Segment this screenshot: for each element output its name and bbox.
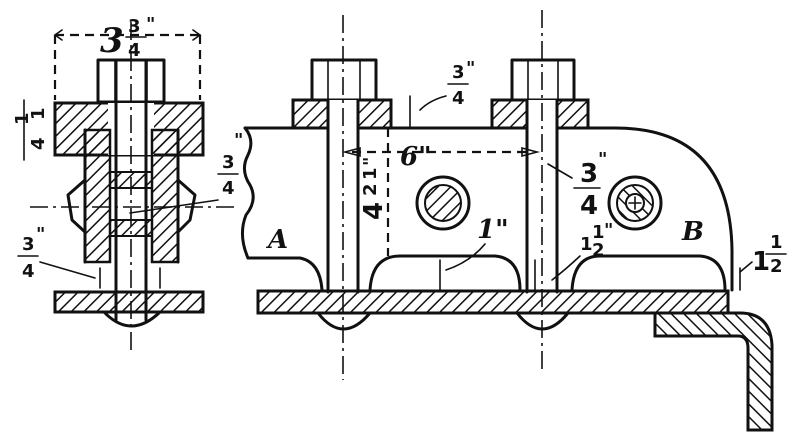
overall-width-num: 3 <box>128 16 141 37</box>
bolt-head-left <box>316 311 372 331</box>
nut-height-num: 1 <box>28 107 49 120</box>
bolt-head-right <box>515 311 570 331</box>
block-height-whole: 4 <box>359 202 389 220</box>
mid-clear-unit: " <box>604 220 613 241</box>
base-plate <box>256 289 730 315</box>
nut-left <box>310 58 378 102</box>
foot-middle <box>368 254 522 292</box>
overall-width-unit: " <box>146 14 155 35</box>
mid-clear-whole: 1 <box>580 234 593 255</box>
label-b: B <box>681 217 704 247</box>
side-clear-unit: " <box>234 130 243 151</box>
end-view <box>23 22 235 350</box>
end-view-text: 3 3 4 " 1 1 4 3 4 " 3 4 " <box>12 14 243 282</box>
washer-thk-num: 3 <box>452 62 465 83</box>
nut-height-whole: 1 <box>12 112 33 125</box>
bottom-gap-num: 3 <box>22 234 35 255</box>
nut-right <box>510 58 576 102</box>
end-clear-num: 1 <box>770 232 783 253</box>
hole-left <box>415 175 471 231</box>
hole-clear-den: 4 <box>580 191 598 221</box>
hole-clear-num: 3 <box>580 159 598 189</box>
mid-clear-num: 1 <box>592 222 605 243</box>
angle-iron <box>653 311 774 432</box>
end-clear-den: 2 <box>770 256 783 277</box>
overall-width-whole: 3 <box>100 21 124 61</box>
foot-a <box>246 256 324 292</box>
hole-right <box>607 175 663 231</box>
side-view <box>241 10 774 432</box>
block-height-den: 2 <box>360 183 381 196</box>
side-clear-num: 3 <box>222 152 235 173</box>
washer-thk-den: 4 <box>452 88 465 109</box>
foot-b <box>570 254 727 292</box>
side-view-text: A B 3 4 " 6" 4 1 2 " 1" 3 4 " 1 1 2 " 1 … <box>265 58 787 281</box>
overall-width-den: 4 <box>128 40 141 61</box>
washer-thk-unit: " <box>466 58 475 79</box>
bottom-gap-unit: " <box>36 224 45 245</box>
arrowheads <box>53 29 202 41</box>
hole-clear-unit: " <box>598 149 607 170</box>
block-height-unit: " <box>360 157 381 166</box>
bolt-spacing-label: 6" <box>400 142 432 172</box>
bolt-head-bottom <box>102 310 162 328</box>
nut-height-den: 4 <box>28 137 49 150</box>
side-clear-den: 4 <box>222 178 235 199</box>
base-plate-end <box>53 290 205 314</box>
hex-side-left <box>66 178 87 234</box>
gap-one-label: 1" <box>477 215 509 245</box>
label-a: A <box>265 225 288 255</box>
bottom-gap-den: 4 <box>22 261 35 282</box>
mid-clear-den: 2 <box>592 240 605 261</box>
block-height-num: 1 <box>360 167 381 180</box>
block-outline <box>241 126 734 292</box>
end-clear-whole: 1 <box>752 247 770 277</box>
